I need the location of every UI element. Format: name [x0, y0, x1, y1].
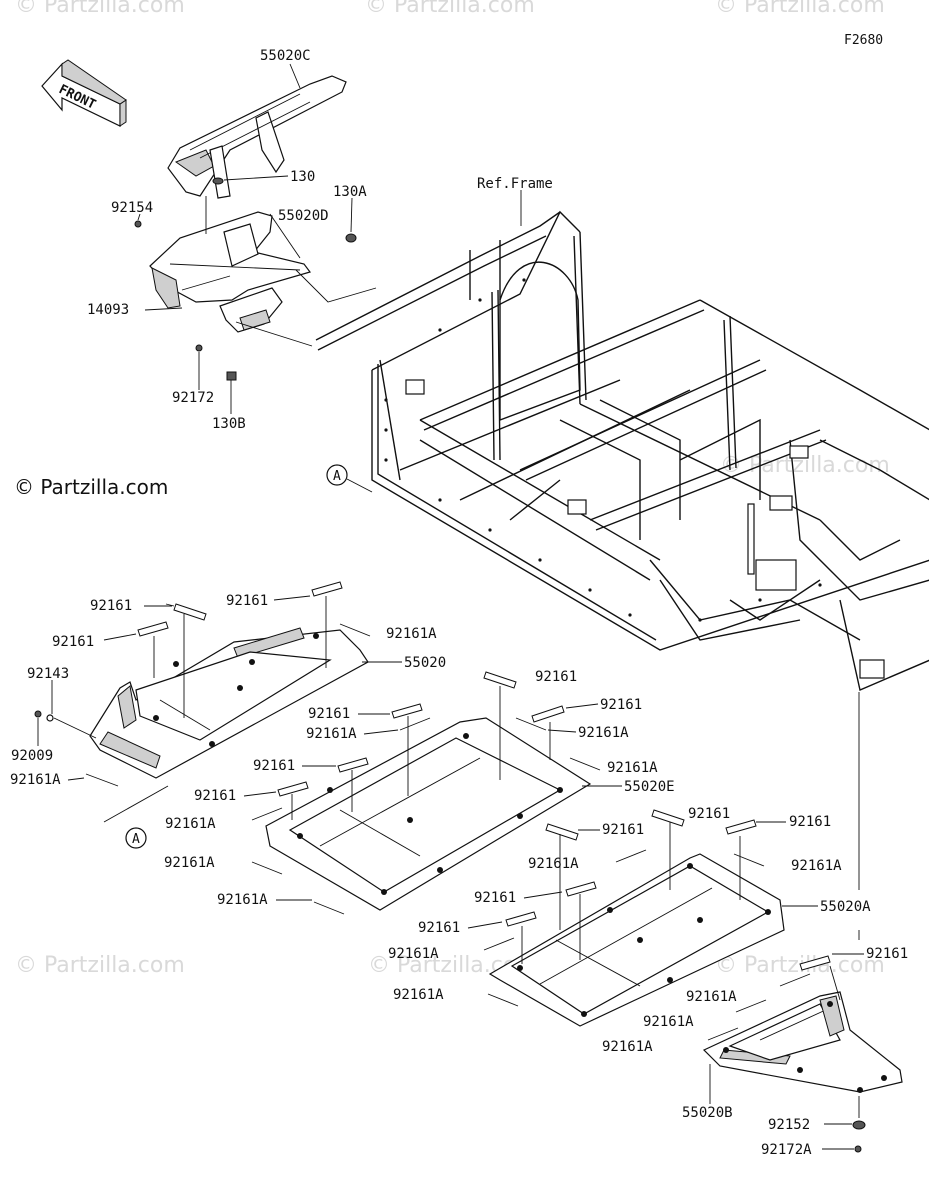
label-92161-j: 92161 — [688, 806, 730, 822]
label-92161a-a: 92161A — [386, 626, 437, 642]
label-55020d: 55020D — [278, 208, 329, 224]
grommet-92152-icon — [852, 1120, 866, 1130]
label-92161-l: 92161 — [474, 890, 516, 906]
ref-marker-a-upper-label: A — [333, 469, 341, 484]
label-ref-frame: Ref.Frame — [477, 176, 553, 192]
label-92161-b: 92161 — [226, 593, 268, 609]
watermark: © Partzilla.com — [15, 953, 185, 978]
label-55020b: 55020B — [682, 1105, 733, 1121]
label-130a: 130A — [333, 184, 367, 200]
label-92161a-g: 92161A — [164, 855, 215, 871]
label-14093: 14093 — [87, 302, 129, 318]
pad-strips — [85, 581, 831, 1041]
label-92161-e: 92161 — [308, 706, 350, 722]
partzilla-logo: © Partzilla.com — [14, 475, 168, 499]
watermark: © Partzilla.com — [715, 0, 885, 18]
label-92161a-d: 92161A — [578, 725, 629, 741]
label-92172a: 92172A — [761, 1142, 812, 1158]
label-55020e: 55020E — [624, 779, 675, 795]
ref-marker-a-lower — [125, 827, 147, 849]
label-92161a-k: 92161A — [388, 946, 439, 962]
label-92161a-m: 92161A — [686, 989, 737, 1005]
screw-92154-icon — [134, 220, 142, 228]
label-92161a-o: 92161A — [602, 1039, 653, 1055]
figure-code: F2680 — [844, 33, 883, 48]
label-92172: 92172 — [172, 390, 214, 406]
screw-92172-icon — [195, 344, 203, 352]
front-arrow-icon: FRONT — [41, 59, 127, 127]
label-92161a-c: 92161A — [306, 726, 357, 742]
part-55020c-shape — [167, 75, 347, 199]
label-92152: 92152 — [768, 1117, 810, 1133]
label-55020: 55020 — [404, 655, 446, 671]
label-92161a-i: 92161A — [528, 856, 579, 872]
skid-plate-55020e — [265, 717, 592, 911]
label-92161a-l: 92161A — [393, 987, 444, 1003]
label-92161a-b: 92161A — [10, 772, 61, 788]
part-55020d-shape — [149, 211, 312, 333]
watermark: © Partzilla.com — [365, 0, 535, 18]
watermark: © Partzilla.com — [715, 953, 885, 978]
label-92161-h: 92161 — [194, 788, 236, 804]
label-92161a-h: 92161A — [217, 892, 268, 908]
watermark: © Partzilla.com — [15, 0, 185, 18]
ref-marker-a-lower-label: A — [132, 832, 140, 847]
screw-92172a-icon — [854, 1145, 862, 1153]
label-92161-d: 92161 — [535, 669, 577, 685]
label-92161-c: 92161 — [52, 634, 94, 650]
label-92161-a: 92161 — [90, 598, 132, 614]
label-92009: 92009 — [11, 748, 53, 764]
skid-plate-55020b — [702, 991, 903, 1093]
skid-plate-55020 — [89, 627, 369, 779]
label-92143: 92143 — [27, 666, 69, 682]
label-92161a-n: 92161A — [643, 1014, 694, 1030]
screw-92009-icon — [34, 710, 42, 718]
bolt-130-icon — [212, 177, 224, 185]
label-92161-f: 92161 — [600, 697, 642, 713]
label-130b: 130B — [212, 416, 246, 432]
skid-plate-55020a — [488, 853, 785, 1027]
label-92154: 92154 — [111, 200, 153, 216]
ref-marker-a-upper — [326, 464, 348, 486]
label-92161-i: 92161 — [602, 822, 644, 838]
label-92161-g: 92161 — [253, 758, 295, 774]
label-92161a-e: 92161A — [607, 760, 658, 776]
label-92161-m: 92161 — [418, 920, 460, 936]
label-55020a: 55020A — [820, 899, 871, 915]
bolt-130a-icon — [345, 233, 357, 243]
label-92161a-f: 92161A — [165, 816, 216, 832]
grommet-92143-icon — [46, 714, 54, 722]
label-92161a-j: 92161A — [791, 858, 842, 874]
label-92161-k: 92161 — [789, 814, 831, 830]
bolt-130b-icon — [226, 371, 237, 381]
label-55020c: 55020C — [260, 48, 311, 64]
label-130: 130 — [290, 169, 315, 185]
main-frame-drawing — [315, 210, 929, 691]
label-92161-n: 92161 — [866, 946, 908, 962]
